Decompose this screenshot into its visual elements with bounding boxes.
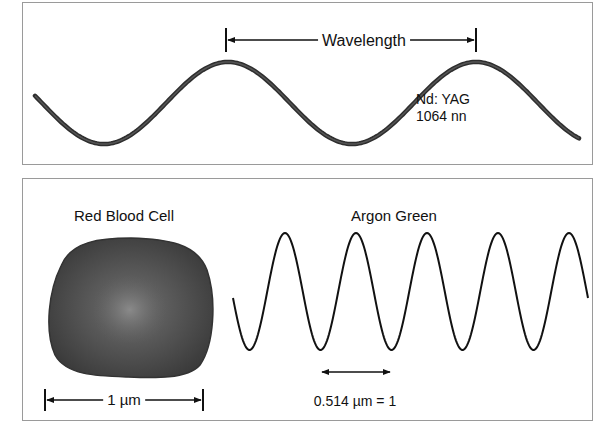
red-blood-cell: Red Blood Cell (41, 204, 216, 381)
period-arrow (322, 371, 390, 373)
cell-label: Red Blood Cell (74, 207, 174, 225)
nd-yag-wave-shine (35, 62, 579, 144)
cell-body (49, 238, 213, 378)
dimension-label: 1 µm (103, 391, 145, 409)
laser-label: Nd: YAG 1064 nn (416, 91, 480, 125)
comparison-panel: Argon Green Red Blood Cell (22, 178, 593, 421)
dimension-tick (44, 389, 46, 411)
cell-shape (41, 204, 216, 381)
bracket-tick (225, 28, 227, 52)
dimension-label: 0.514 µm = 1 (314, 393, 396, 410)
cell-center (94, 276, 166, 343)
dimension-label: Wavelength (318, 31, 410, 50)
nd-yag-wave (35, 62, 579, 144)
laser-panel: WavelengthNd: YAG 1064 nn (22, 2, 593, 165)
laser-label: Argon Green (351, 207, 437, 225)
argon-green-wave (233, 233, 588, 350)
bracket-tick (475, 28, 477, 52)
dimension-tick (202, 389, 204, 411)
